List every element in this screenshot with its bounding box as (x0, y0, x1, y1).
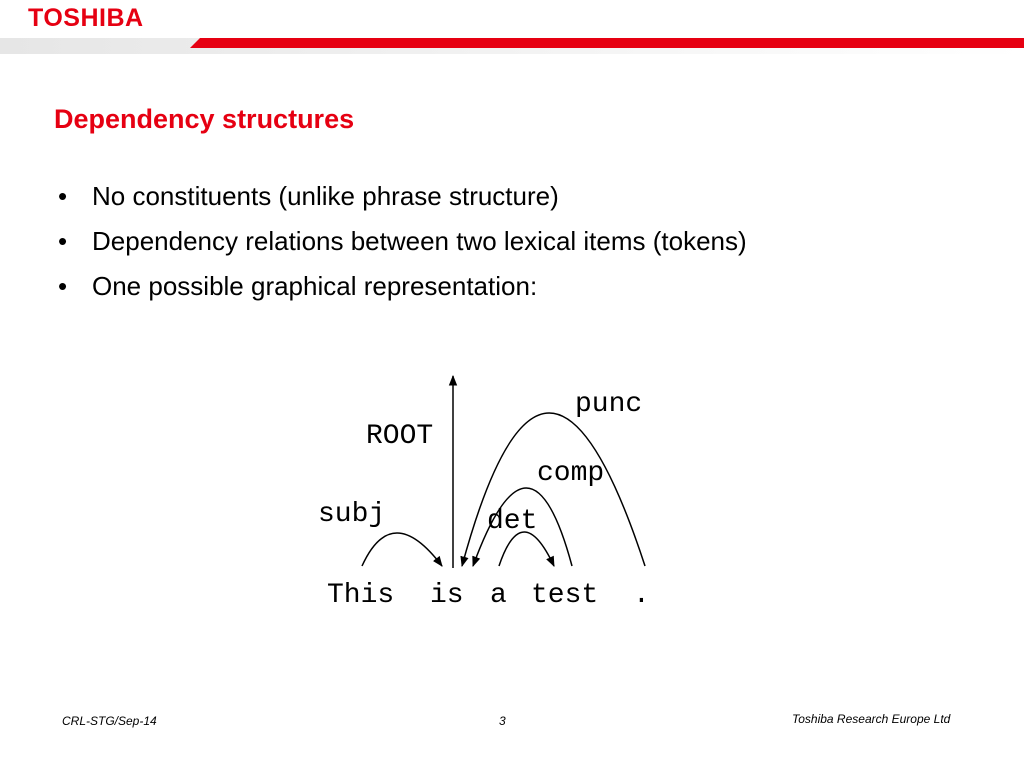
footer-date-code: CRL-STG/Sep-14 (62, 714, 157, 728)
slide-title: Dependency structures (54, 104, 355, 134)
token-this: This (327, 580, 394, 611)
bullet-dot: • (58, 271, 68, 301)
bullet-item: • No constituents (unlike phrase structur… (58, 176, 747, 221)
bullet-item: • One possible graphical representation: (58, 266, 747, 311)
punc-label: punc (575, 389, 642, 420)
bullet-item: • Dependency relations between two lexica… (58, 221, 747, 266)
bullet-text: Dependency relations between two lexical… (92, 226, 747, 256)
det-arc (498, 531, 555, 567)
det-label: det (487, 506, 537, 537)
token-is: is (430, 580, 464, 611)
footer-company: Toshiba Research Europe Ltd (792, 712, 951, 726)
subj-label: subj (318, 499, 385, 530)
punc-arc (460, 412, 646, 568)
header-red-band (190, 38, 1024, 48)
header-band (0, 38, 1024, 54)
bullet-dot: • (58, 181, 68, 211)
root-label: ROOT (366, 421, 433, 452)
bullet-text: No constituents (unlike phrase structure… (92, 181, 559, 211)
page-number: 3 (499, 714, 506, 728)
bullet-text: One possible graphical representation: (92, 271, 538, 301)
token-test: test (531, 580, 598, 611)
token-period: . (633, 580, 650, 611)
toshiba-logo: TOSHIBA (28, 4, 144, 32)
comp-label: comp (537, 458, 604, 489)
bullet-list: • No constituents (unlike phrase structur… (58, 176, 747, 311)
bullet-dot: • (58, 226, 68, 256)
token-a: a (490, 580, 507, 611)
subj-arc (361, 532, 443, 567)
comp-arc (472, 487, 573, 567)
